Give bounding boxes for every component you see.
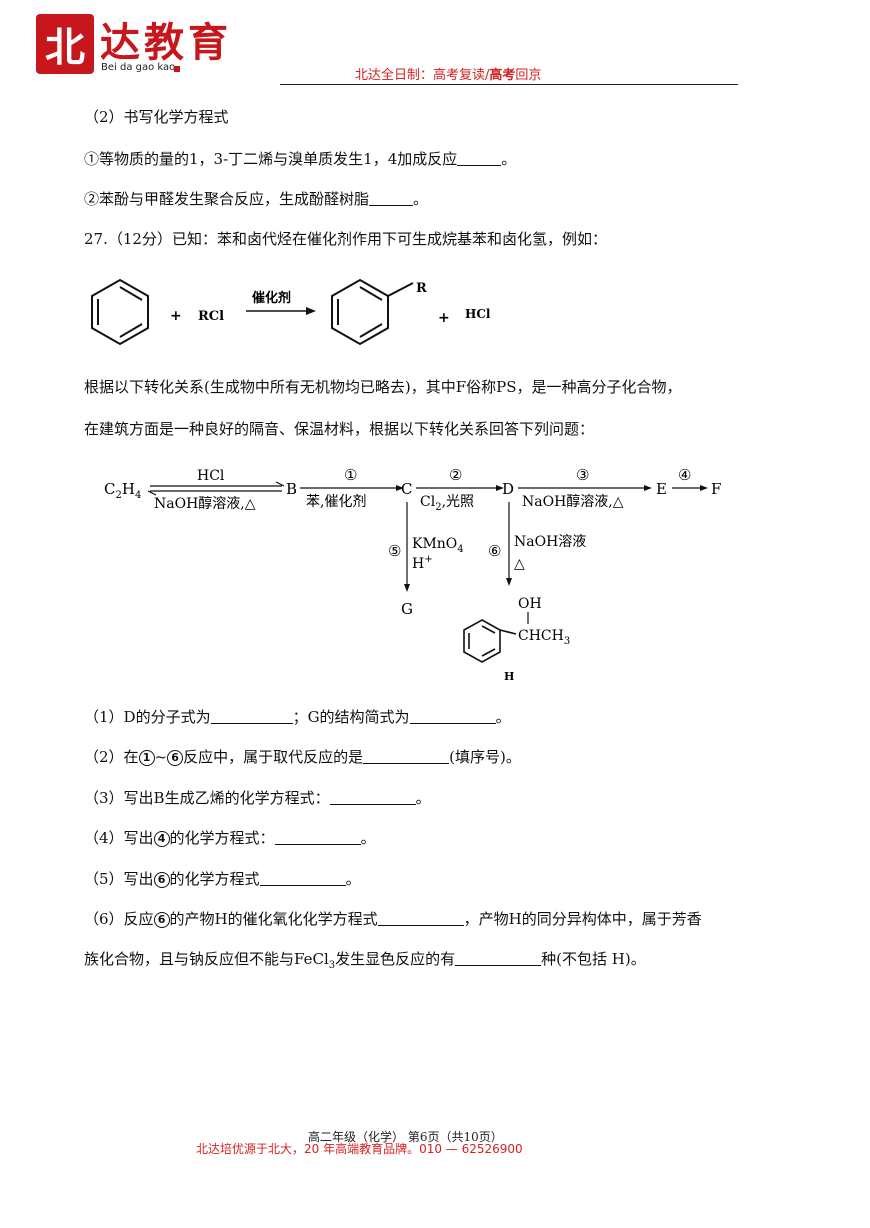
naoh-solution-reagent: NaOH溶液 xyxy=(514,534,586,550)
step-5-label: ⑤ xyxy=(388,542,401,560)
chch3-label: CHCH3 xyxy=(518,628,570,647)
header-slogan: 北达全日制：高考复读/高考回京 xyxy=(355,68,542,83)
arrow-step-2 xyxy=(416,485,504,491)
equilibrium-arrow xyxy=(147,481,285,496)
c2h4-label: C2H4 xyxy=(104,480,141,501)
heat-condition: △ xyxy=(514,556,525,572)
benzene-ring-1 xyxy=(91,278,149,346)
answer-blank[interactable] xyxy=(274,830,361,845)
acid-condition: H+ xyxy=(412,554,433,572)
benzene-catalyst-condition: 苯,催化剂 xyxy=(306,493,366,510)
page-number: 高二年级（化学） 第6页（共10页） xyxy=(308,1130,503,1144)
line-question-1: ①等物质的量的1，3-丁二烯与溴单质发生1，4加成反应。 xyxy=(84,150,517,168)
naoh-alcohol-condition-2: NaOH醇溶液,△ xyxy=(522,493,624,510)
subquestion-1: （1）D的分子式为；G的结构简式为。 xyxy=(84,708,511,726)
logo-pinyin: Bei da gao kao xyxy=(101,62,176,73)
problem-27-description-1: 根据以下转化关系(生成物中所有无机物均已略去)，其中F俗称PS，是一种高分子化合… xyxy=(84,378,682,396)
problem-27-intro: 27.（12分）已知：苯和卤代烃在催化剂作用下可生成烷基苯和卤化氢，例如： xyxy=(84,230,607,248)
logo-square-icon xyxy=(174,66,180,72)
catalyst-label: 催化剂 xyxy=(252,290,291,306)
problem-27-description-2: 在建筑方面是一种良好的隔音、保温材料，根据以下转化关系回答下列问题： xyxy=(84,420,595,438)
example-reaction: + RCl 催化剂 R + HCl xyxy=(91,278,491,346)
step-3-label: ③ xyxy=(576,466,589,484)
compound-g: G xyxy=(401,600,413,618)
plus-sign: + xyxy=(438,310,450,326)
step-4-label: ④ xyxy=(678,466,691,484)
compound-h-label: H xyxy=(504,670,514,683)
r-group-label: R xyxy=(416,281,427,296)
circled-number: 6 xyxy=(153,872,170,888)
arrow-step-5 xyxy=(404,502,410,592)
compound-d: D xyxy=(502,480,514,498)
arrow-step-4 xyxy=(672,485,708,491)
cl2-light-condition: Cl2,光照 xyxy=(420,494,474,513)
step-6-label: ⑥ xyxy=(488,542,501,560)
circled-number: 6 xyxy=(167,750,184,766)
kmno4-reagent: KMnO4 xyxy=(412,536,464,555)
footer-slogan: 北达培优源于北大，20 年高端教育品牌。010 — 62526900 xyxy=(196,1142,523,1156)
step-1-label: ① xyxy=(344,466,357,484)
answer-blank[interactable] xyxy=(210,709,293,724)
subquestion-3: （3）写出B生成乙烯的化学方程式：。 xyxy=(84,789,431,807)
arrow-step-3 xyxy=(518,485,652,491)
compound-e: E xyxy=(656,480,667,498)
answer-blank[interactable] xyxy=(455,951,542,966)
naoh-alcohol-condition: NaOH醇溶液,△ xyxy=(154,495,256,512)
logo-text: 达教育 xyxy=(100,19,232,66)
answer-blank[interactable] xyxy=(259,871,346,886)
subquestion-6-continued: 族化合物，且与钠反应但不能与FeCl3发生显色反应的有种(不包括 H)。 xyxy=(84,950,646,971)
arrow-step-1 xyxy=(300,485,404,491)
line-2-heading: （2）书写化学方程式 xyxy=(84,108,229,126)
line-question-2: ②苯酚与甲醛发生聚合反应，生成酚醛树脂。 xyxy=(84,190,429,208)
compound-f: F xyxy=(711,480,721,498)
plus-sign: + xyxy=(170,308,182,324)
step-2-label: ② xyxy=(449,466,462,484)
hcl-reagent: HCl xyxy=(197,468,225,484)
compound-b: B xyxy=(286,480,297,498)
hydroxyl-label: OH xyxy=(518,596,542,612)
arrow-step-6 xyxy=(506,502,512,586)
circled-number: 6 xyxy=(153,912,170,928)
conversion-scheme: C2H4 HCl NaOH醇溶液,△ B ① 苯,催化剂 C ② Cl2,光照 … xyxy=(104,466,721,683)
reaction-arrow xyxy=(246,307,316,315)
answer-blank[interactable] xyxy=(409,709,496,724)
rcl-label: RCl xyxy=(198,309,224,324)
compound-c: C xyxy=(401,480,412,498)
answer-blank[interactable] xyxy=(457,151,502,166)
answer-blank[interactable] xyxy=(329,790,416,805)
answer-blank[interactable] xyxy=(377,911,464,926)
answer-blank[interactable] xyxy=(363,749,450,764)
benzene-ring-2 xyxy=(331,278,414,346)
benzene-ring-h xyxy=(463,619,517,663)
circled-number: 4 xyxy=(153,831,170,847)
logo-mark: 北 xyxy=(36,14,94,74)
header-divider xyxy=(280,84,738,85)
answer-blank[interactable] xyxy=(369,191,414,206)
circled-number: 1 xyxy=(138,750,155,766)
hcl-label: HCl xyxy=(465,307,491,321)
